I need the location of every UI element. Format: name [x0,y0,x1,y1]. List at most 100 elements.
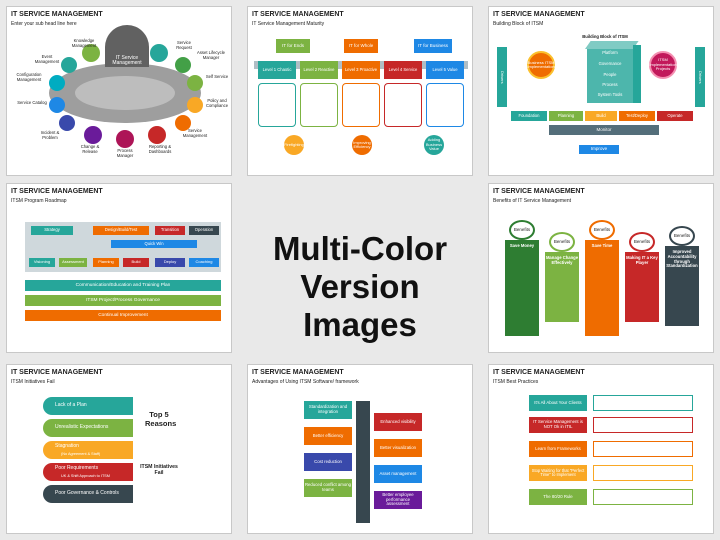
center-line-2: Version Images [300,267,420,343]
benefit-col-5 [665,246,699,326]
level-2: Level 2 Reactive [300,61,338,79]
label-change: Change & Release [80,144,100,154]
cube-tools: System Tools [597,92,623,97]
reason-5-label: Poor Governance & Controls [55,490,119,496]
slide-6[interactable]: IT SERVICE MANAGEMENT ITSM Initiatives F… [6,364,232,534]
label-event: Event Management [34,54,60,64]
reason-3-label: Stagnation [55,443,79,449]
slide-title: IT SERVICE MANAGEMENT [11,11,103,18]
center-heading: Multi-Color Version Images [244,230,476,344]
phase-transition: Transition [155,226,185,235]
phase-operation: Operation [189,226,219,235]
badge-2: Benefits [549,232,575,252]
reason-3-note: (No Agreement & Staff) [61,452,101,456]
slide-7[interactable]: IT SERVICE MANAGEMENT Advantages of Usin… [247,364,473,534]
benefit-head-4: Making IT a Key Player [626,255,658,265]
reason-4 [43,463,133,481]
slide-2[interactable]: IT SERVICE MANAGEMENT IT Service Managem… [247,6,473,176]
adv-left-4: Reduced conflict among teams [304,479,352,497]
reason-5 [43,485,133,503]
slide-4[interactable]: IT SERVICE MANAGEMENT ITSM Program Roadm… [6,183,232,353]
top-box-2: IT for Whole [344,39,378,53]
bar-governance: ITSM Project/Process Governance [25,295,221,306]
label-servicemgmt: Service Management [182,128,208,138]
reason-3 [43,441,133,459]
cube-governance: Governance [598,61,622,66]
node-reporting [148,126,166,144]
node-process [116,130,134,148]
block-title: Building Block of ITSM [582,34,628,39]
center-line-1: Multi-Color [272,230,448,267]
label-incident: Incident & Problem [40,130,60,140]
top-box-3: IT for Business [414,39,452,53]
fail-label: ITSM Initiatives Fail [140,464,178,476]
slide-subtitle: ITSM Program Roadmap [11,198,67,204]
practice-desc-5 [593,489,693,505]
badge-4: Benefits [629,232,655,252]
slide-subtitle: IT Service Management Maturity [252,21,325,27]
label-config: Configuration Management [16,72,42,82]
slide-subtitle: Advantages of Using ITSM Software/ frame… [252,379,359,385]
slide-title: IT SERVICE MANAGEMENT [11,369,103,376]
label-policy: Policy and Compliance [205,98,229,108]
slide-5[interactable]: IT SERVICE MANAGEMENT Benefits of IT Ser… [488,183,714,353]
practice-desc-1 [593,395,693,411]
node-policy [187,97,203,113]
benefit-head-1: Save Money [509,243,535,248]
level-4: Level 4 Service [384,61,422,79]
cube-people: People [603,72,617,77]
practice-4: Stop Waiting for that "Perfect Time" to … [529,465,587,481]
node-servicemgmt [175,115,191,131]
label-request: Service Request [176,40,192,50]
cube-side [633,45,641,103]
bar-communication: Communication/Education and Training Pla… [25,280,221,291]
monitor-bar: Monitor [549,125,659,135]
phase-foundation: Foundation [511,111,547,121]
level-card-5 [426,83,464,127]
slide-title: IT SERVICE MANAGEMENT [493,188,585,195]
reason-4-label: Poor Requirements [55,465,99,471]
label-self: Self Service [205,74,229,79]
right-circle: ITSM Implementation Projects [649,51,677,79]
wheel-center-label: IT Service Management [112,54,142,66]
slide-8[interactable]: IT SERVICE MANAGEMENT ITSM Best Practice… [488,364,714,534]
slide-title: IT SERVICE MANAGEMENT [252,11,344,18]
node-incident [59,115,75,131]
slide-subtitle: ITSM Initiatives Fail [11,379,55,385]
quick-win-bar: Quick Win [111,240,197,248]
node-asset [175,57,191,73]
badge-1: Benefits [509,220,535,240]
level-card-3 [342,83,380,127]
step-visioning: Visioning [29,258,55,267]
benefit-head-3: Save Time [591,243,613,248]
improve-bar: Improve [579,145,619,154]
cube-front [587,49,633,103]
label-catalog: Service Catalog [17,100,47,105]
adv-left-3: Cost reduction [304,453,352,471]
label-reporting: Reporting & Dashboards [148,144,172,154]
badge-3: Benefits [589,220,615,240]
label-knowledge: Knowledge Management [71,38,97,48]
bottom-circle-2: Improving Efficiency [352,135,372,155]
benefit-col-4 [625,252,659,322]
slide-title: IT SERVICE MANAGEMENT [252,369,344,376]
slide-1[interactable]: IT SERVICE MANAGEMENT Enter your sub hea… [6,6,232,176]
benefit-head-2: Manage Change Effectively [545,255,579,265]
practice-desc-2 [593,417,693,433]
phase-operate: Operate [657,111,693,121]
badge-5: Benefits [669,226,695,246]
reason-4-note: UK & Shift Approach to ITSM [61,474,110,478]
left-circle: Business ITSM Implementation [527,51,555,79]
slide-subtitle: Benefits of IT Service Management [493,198,572,204]
cube-top [585,41,639,49]
phase-planning: Planning [549,111,583,121]
phase-strategy: Strategy [31,226,73,235]
reason-1 [43,397,133,415]
node-config [49,75,65,91]
reason-1-label: Lack of a Plan [55,402,87,408]
practice-1: It's All About Your Clients [529,395,587,411]
practice-2: IT Service Management is NOT Ok in ITIL [529,417,587,433]
slide-3[interactable]: IT SERVICE MANAGEMENT Building Block of … [488,6,714,176]
bottom-circle-1: Firefighting [284,135,304,155]
step-build: Build [123,258,149,267]
